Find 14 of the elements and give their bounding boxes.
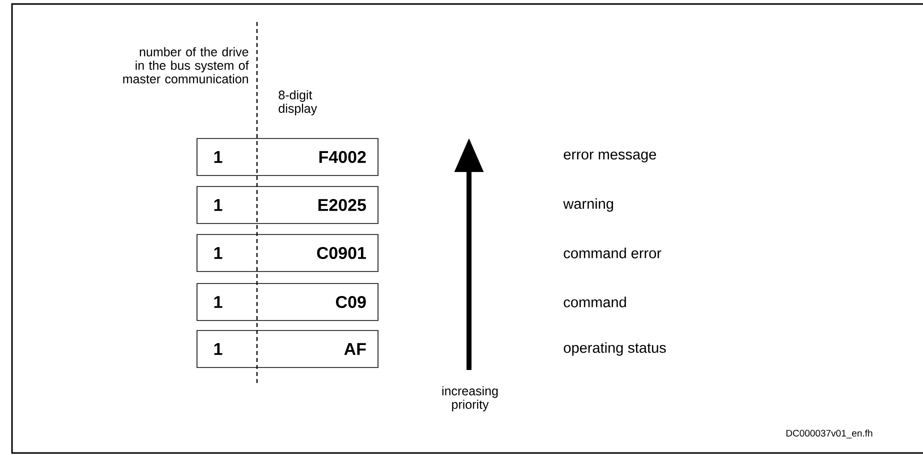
arrow-label: increasing priority — [442, 386, 498, 412]
display-box: 1 AF — [196, 330, 378, 368]
file-code: DC000037v01_en.fh — [786, 430, 872, 438]
status-label: command error — [564, 248, 662, 258]
display-box: 1 C09 — [196, 283, 378, 321]
column-heading: 8-digit display — [278, 90, 318, 116]
status-label: warning — [563, 198, 614, 212]
status-label: error message — [564, 152, 656, 162]
display-box: 1 F4002 — [196, 138, 378, 176]
status-label: command — [564, 296, 626, 308]
status-label: operating status — [564, 342, 666, 356]
column-heading: number of the drive in the bus system of master communication — [123, 47, 249, 84]
display-box: 1 C0901 — [196, 234, 378, 272]
display-box: 1 E2025 — [196, 186, 378, 224]
